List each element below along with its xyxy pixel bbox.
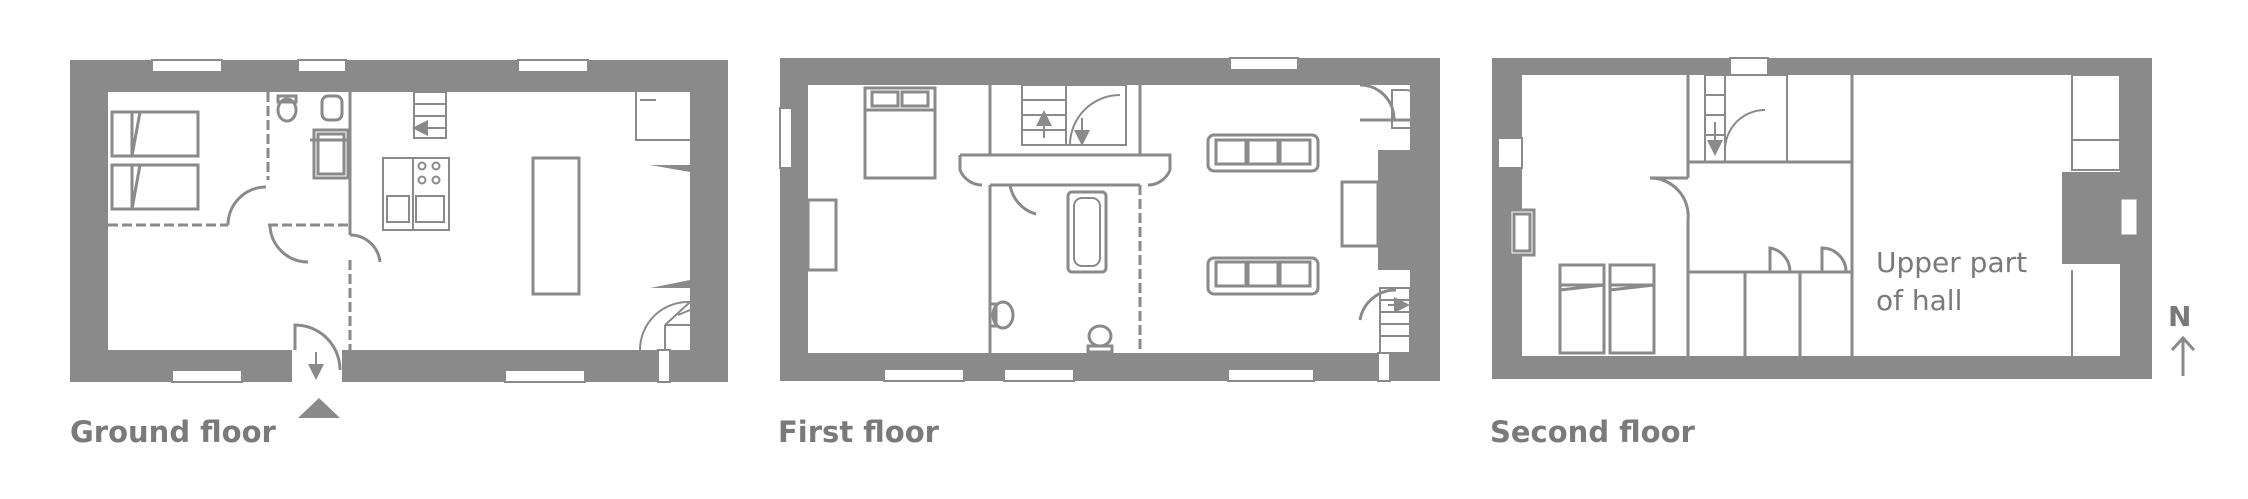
fireplace: [650, 165, 690, 288]
ground-floor-spiral-stair: [638, 300, 691, 351]
ground-floor-label: Ground floor: [70, 415, 276, 449]
first-floor-windows: [779, 57, 1391, 382]
upper-hall-note: Upper part of hall: [1876, 244, 2027, 320]
ground-floor-plan: [70, 59, 728, 418]
upper-hall-note-line2: of hall: [1876, 284, 1963, 317]
first-floor-plan: [779, 57, 1440, 382]
first-floor-spiral-stair: [1379, 287, 1411, 354]
north-arrow-icon: [2170, 335, 2196, 376]
first-floor-double-bed: [863, 86, 937, 180]
second-floor-stairs: [1704, 74, 1788, 163]
first-floor-label: First floor: [778, 415, 939, 449]
entrance-marker-icon: [298, 398, 340, 418]
upper-hall-note-line1: Upper part: [1876, 246, 2028, 279]
second-floor-outer-walls: [1492, 58, 2152, 379]
entrance-door-icon: [293, 323, 342, 371]
first-floor-stairs: [1021, 84, 1127, 146]
bathtub: [1066, 190, 1108, 274]
ground-floor-stairs: [412, 91, 447, 139]
second-floor-plan: [1492, 57, 2152, 379]
kitchen-unit: [382, 157, 450, 231]
ground-floor-beds: [110, 110, 200, 211]
second-floor-label: Second floor: [1490, 415, 1695, 449]
second-floor-beds: [1558, 263, 1656, 355]
ground-floor-bathroom-fixtures: [276, 94, 350, 180]
dining-table: [531, 156, 581, 296]
north-label: N: [2168, 300, 2192, 333]
ground-floor-windows: [151, 59, 671, 383]
first-floor-sofas: [1206, 133, 1320, 296]
